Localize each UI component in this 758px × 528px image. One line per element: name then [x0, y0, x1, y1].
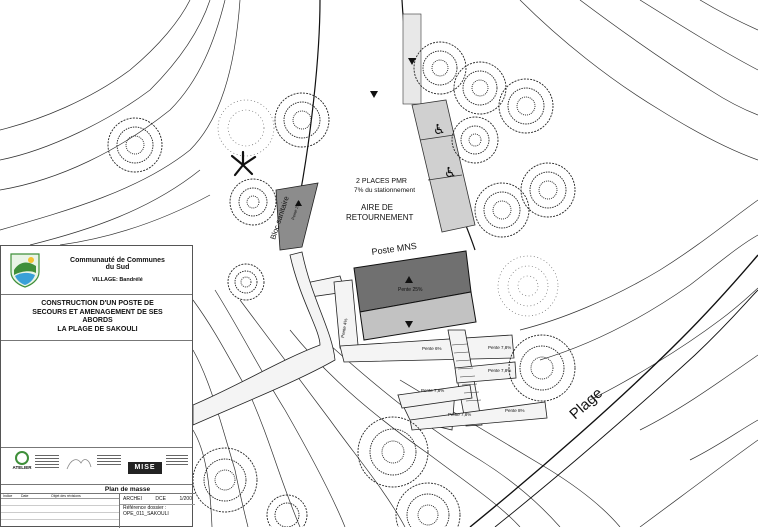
sheet-info: ARCHEI DCE 1/200 Référence dossier : OPE… — [119, 493, 195, 528]
parking-ratio: 7% du stationnement — [354, 187, 415, 194]
tree-light — [217, 99, 275, 157]
tree — [413, 41, 467, 95]
title-block: Communauté de Communes du Sud VILLAGE: B… — [0, 245, 195, 528]
roof-slope: Pente 25% — [398, 287, 423, 293]
slope-label: Pente 25% — [290, 200, 301, 221]
slope-label: Pente 8% — [505, 408, 525, 413]
tree — [266, 494, 308, 527]
sanitary-block — [275, 182, 319, 251]
slope-label: Pente 7,8% — [488, 368, 511, 373]
tree — [474, 182, 530, 238]
partner-text-block — [35, 453, 59, 470]
project-line-3: ABORDS — [82, 317, 113, 324]
tree — [498, 78, 554, 134]
org-line-2: du Sud — [105, 264, 130, 271]
tree — [395, 482, 461, 527]
tree — [192, 447, 258, 513]
pmr-parking: ♿ ♿ — [411, 99, 476, 233]
project-line-4: LA PLAGE DE SAKOULI — [57, 325, 138, 333]
poste-mns-building — [353, 250, 477, 341]
tree — [453, 61, 507, 115]
revision-table: Indice Date Objet des révisions — [1, 493, 119, 528]
village-label: VILLAGE: Bandrélé — [92, 277, 143, 283]
beach-label: Plage — [566, 385, 606, 423]
tree — [508, 334, 576, 402]
slope-label: Pente 7,8% — [488, 345, 511, 350]
project-line-2: SECOURS ET AMENAGEMENT DE SES — [32, 308, 163, 316]
atelier-logo: ATELIER — [11, 451, 33, 470]
tree — [227, 263, 265, 301]
sheet-title: Plan de masse — [104, 486, 151, 493]
reference-label: Référence dossier : — [123, 505, 167, 511]
poste-mns-label: Poste MNS — [371, 241, 417, 257]
wheelchair-icon: ♿ — [444, 165, 457, 181]
rev-col-objet: Objet des révisions — [51, 494, 81, 498]
org-line-1: Communauté de Communes — [70, 257, 165, 264]
tree — [520, 162, 576, 218]
mise-logo: MISE — [128, 462, 162, 474]
partner-text-block — [97, 453, 121, 467]
road-arrow — [370, 91, 378, 98]
phase-code: ARCHEI — [123, 496, 142, 502]
slope-label: Pente 4% — [340, 318, 348, 338]
pmr-label: 2 PLACES PMR — [356, 178, 407, 185]
road-arrow — [408, 58, 416, 65]
walkways — [192, 251, 548, 431]
turnaround-label-1: AIRE DE — [361, 203, 393, 212]
project-title: CONSTRUCTION D'UN POSTE DE SECOURS ET AM… — [1, 300, 194, 334]
community-logo — [7, 250, 43, 288]
turnaround-label-2: RETOURNEMENT — [346, 213, 414, 222]
atelier-label: ATELIER — [12, 465, 32, 470]
beach-shoreline — [469, 254, 758, 527]
org-name: Communauté de Communes du Sud — [41, 257, 194, 271]
rev-col-indice: Indice — [3, 494, 13, 498]
stage-code: DCE — [155, 496, 166, 502]
wheelchair-icon: ♿ — [433, 122, 446, 138]
tree — [107, 117, 163, 173]
reference-value: OPE_011_SAKOULI — [123, 511, 169, 517]
tree-light — [497, 255, 559, 317]
slope-label: Pente 7,8% — [421, 388, 444, 393]
tree — [229, 178, 277, 226]
tree — [357, 416, 429, 488]
slope-label: Pente 7,8% — [448, 412, 471, 417]
sketch-logo — [65, 453, 93, 473]
tree — [451, 116, 499, 164]
partner-text-block — [166, 453, 188, 467]
project-line-1: CONSTRUCTION D'UN POSTE DE — [41, 300, 154, 307]
slope-label: Pente 6% — [422, 346, 442, 351]
tree — [274, 92, 330, 148]
stair-treads — [451, 343, 482, 402]
scale-value: 1/200 — [179, 496, 192, 502]
palm-icon — [230, 150, 257, 177]
trees — [107, 41, 576, 527]
rev-col-date: Date — [21, 494, 29, 498]
